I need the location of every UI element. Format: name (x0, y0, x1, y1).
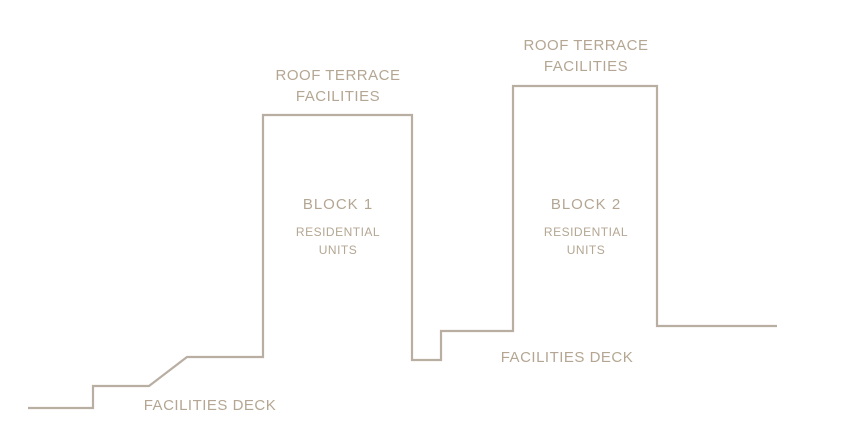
building-section-outline (28, 84, 777, 410)
roof-terrace-facilities-label-block-1: ROOF TERRACE FACILITIES (275, 67, 401, 105)
facilities-deck-label-left: FACILITIES DECK (143, 397, 277, 414)
block-1-title: BLOCK 1 (302, 196, 374, 213)
block-2-title: BLOCK 2 (550, 196, 622, 213)
block-1-residential-units: RESIDENTIAL UNITS (295, 225, 381, 257)
facilities-deck-label-right: FACILITIES DECK (500, 349, 634, 366)
block-2-residential-units: RESIDENTIAL UNITS (543, 225, 629, 257)
roof-terrace-facilities-label-block-2: ROOF TERRACE FACILITIES (523, 37, 649, 75)
